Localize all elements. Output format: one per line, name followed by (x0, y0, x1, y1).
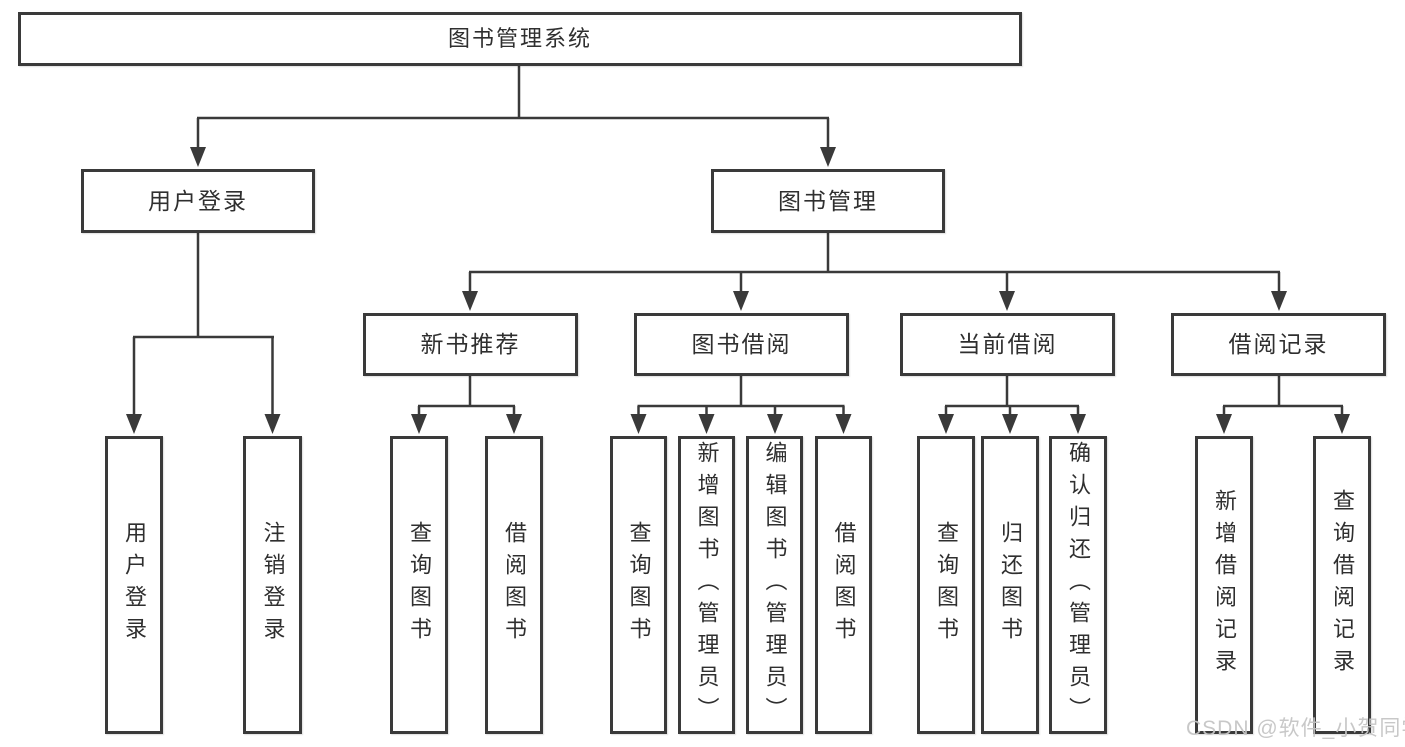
node-library-system: 图书管理系统 (18, 12, 1022, 66)
node-label: 查询图书 (407, 521, 432, 649)
node-logout-leaf: 注销登录 (243, 436, 302, 734)
node-label: 新书推荐 (420, 331, 521, 357)
node-add-borrow-record: 新增借阅记录 (1195, 436, 1253, 734)
node-new-book-recommendation: 新书推荐 (363, 313, 578, 376)
node-label: 图书管理系统 (447, 26, 592, 51)
node-borrow-books-recommend: 借阅图书 (485, 436, 543, 734)
node-label: 图书借阅 (691, 331, 792, 357)
node-current-borrowing: 当前借阅 (900, 313, 1115, 376)
node-confirm-return-admin: 确认归还（管理员） (1049, 436, 1107, 734)
node-query-books-current: 查询图书 (917, 436, 975, 734)
node-user-login-branch: 用户登录 (81, 169, 315, 233)
node-label: 用户登录 (148, 187, 248, 214)
node-add-book-admin: 新增图书（管理员） (678, 436, 735, 734)
node-label: 查询图书 (626, 521, 652, 649)
node-book-borrowing: 图书借阅 (634, 313, 849, 376)
node-book-management-branch: 图书管理 (711, 169, 945, 233)
node-query-books-borrowing: 查询图书 (610, 436, 667, 734)
node-label: 当前借阅 (957, 331, 1058, 357)
node-query-borrow-record: 查询借阅记录 (1313, 436, 1371, 734)
node-label: 新增图书（管理员） (694, 441, 720, 729)
node-label: 借阅图书 (831, 521, 857, 649)
node-borrowing-records: 借阅记录 (1171, 313, 1386, 376)
node-label: 确认归还（管理员） (1066, 441, 1091, 729)
csdn-watermark: CSDN @软件_小贺同学 (1186, 717, 1405, 740)
node-return-book: 归还图书 (981, 436, 1039, 734)
node-label: 查询借阅记录 (1330, 489, 1355, 681)
node-borrow-books-borrowing: 借阅图书 (815, 436, 872, 734)
node-label: 图书管理 (778, 187, 878, 214)
node-label: 新增借阅记录 (1212, 489, 1237, 681)
node-query-books-recommend: 查询图书 (390, 436, 448, 734)
node-label: 编辑图书（管理员） (762, 441, 788, 729)
node-label: 注销登录 (260, 521, 286, 649)
node-label: 用户登录 (122, 521, 147, 649)
node-label: 归还图书 (998, 521, 1023, 649)
node-label: 借阅图书 (502, 521, 527, 649)
node-edit-book-admin: 编辑图书（管理员） (746, 436, 803, 734)
node-user-login-leaf: 用户登录 (105, 436, 163, 734)
node-label: 借阅记录 (1228, 331, 1329, 357)
node-label: 查询图书 (934, 521, 959, 649)
